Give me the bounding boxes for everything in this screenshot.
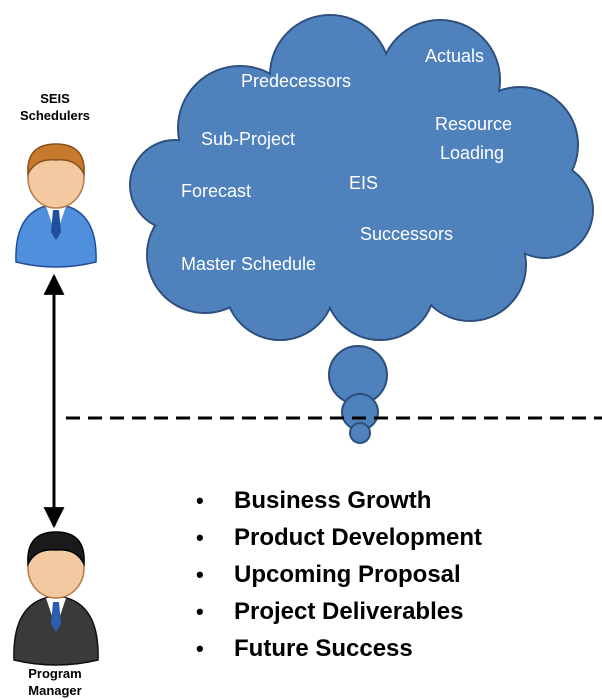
scheduler-label: SEIS Schedulers bbox=[19, 91, 91, 123]
list-item: • Product Development bbox=[196, 519, 482, 556]
bullet-icon: • bbox=[196, 562, 204, 587]
scheduler-person-icon bbox=[15, 143, 97, 268]
list-item-text: Future Success bbox=[234, 635, 413, 662]
cloud-word-resource: Resource bbox=[435, 114, 512, 134]
cloud-word-eis: EIS bbox=[349, 173, 378, 193]
bullet-icon: • bbox=[196, 488, 204, 513]
manager-person-icon bbox=[13, 531, 99, 666]
cloud-word-master-schedule: Master Schedule bbox=[181, 254, 316, 274]
goals-list: • Business Growth • Product Development • U… bbox=[196, 482, 482, 667]
list-item: • Upcoming Proposal bbox=[196, 556, 482, 593]
bullet-icon: • bbox=[196, 636, 204, 661]
cloud-word-forecast: Forecast bbox=[181, 181, 251, 201]
bullet-icon: • bbox=[196, 525, 204, 550]
manager-label: Program Manager bbox=[28, 666, 82, 698]
list-item-text: Project Deliverables bbox=[234, 598, 464, 625]
list-item: • Project Deliverables bbox=[196, 593, 482, 630]
thought-bubble-small bbox=[349, 422, 371, 444]
thought-cloud: Predecessors Actuals Resource Loading Su… bbox=[129, 14, 594, 444]
bullet-icon: • bbox=[196, 599, 204, 624]
cloud-word-subproject: Sub-Project bbox=[201, 129, 295, 149]
list-item-text: Upcoming Proposal bbox=[234, 561, 461, 588]
list-item-text: Business Growth bbox=[234, 487, 432, 514]
list-item: • Future Success bbox=[196, 630, 482, 667]
list-item: • Business Growth bbox=[196, 482, 482, 519]
cloud-word-loading: Loading bbox=[440, 143, 504, 163]
list-item-text: Product Development bbox=[234, 524, 483, 551]
cloud-word-predecessors: Predecessors bbox=[241, 71, 351, 91]
cloud-word-successors: Successors bbox=[360, 224, 453, 244]
cloud-word-actuals: Actuals bbox=[425, 46, 484, 66]
